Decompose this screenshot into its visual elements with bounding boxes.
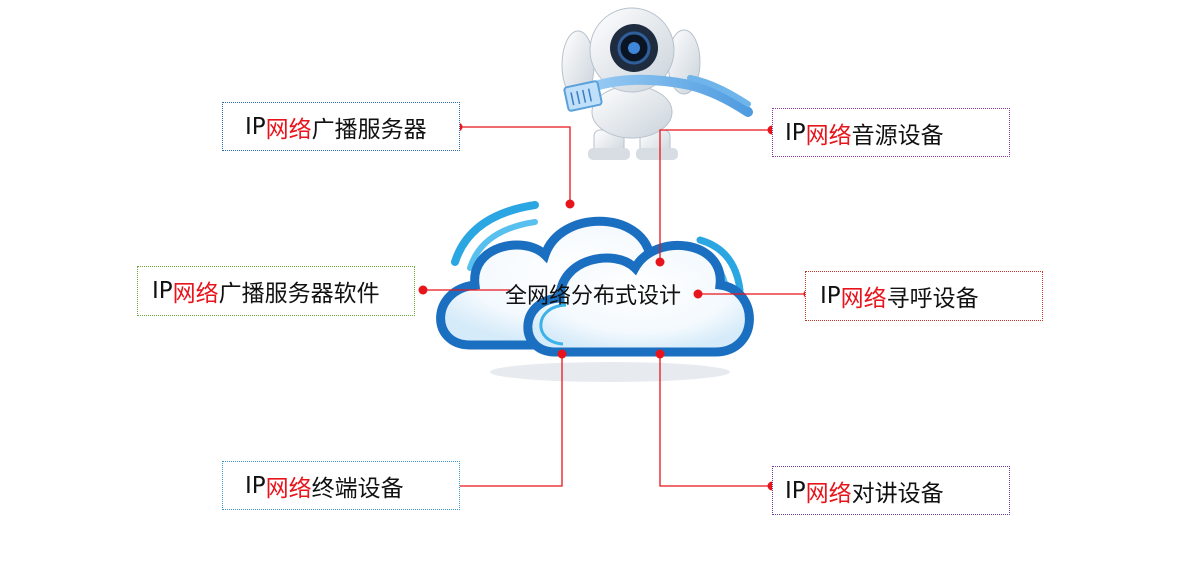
connector-lines [423,126,808,487]
cloud-icon [436,216,754,357]
node-suffix: 广播服务器 [311,116,427,143]
center-label: 全网络分布式设计 [505,284,682,309]
cloud-shadow [490,362,730,382]
node-prefix: IP [245,113,266,140]
node-prefix: IP [820,283,841,309]
node-highlight: 网络 [172,281,219,307]
node-suffix: 对讲设备 [851,480,944,507]
node-suffix: 终端设备 [311,475,404,502]
robot-with-network-cable-icon [561,7,753,160]
node-highlight: 网络 [265,475,312,502]
node-prefix: IP [785,477,806,504]
node-suffix: 寻呼设备 [886,286,979,312]
node-prefix: IP [245,472,266,499]
node-suffix: 广播服务器软件 [218,281,380,307]
node-prefix: IP [785,119,806,146]
node-highlight: 网络 [805,480,852,507]
node-highlight: 网络 [805,122,852,149]
node-prefix: IP [152,278,173,304]
node-highlight: 网络 [265,116,312,143]
node-suffix: 音源设备 [851,122,944,149]
node-highlight: 网络 [840,286,887,312]
